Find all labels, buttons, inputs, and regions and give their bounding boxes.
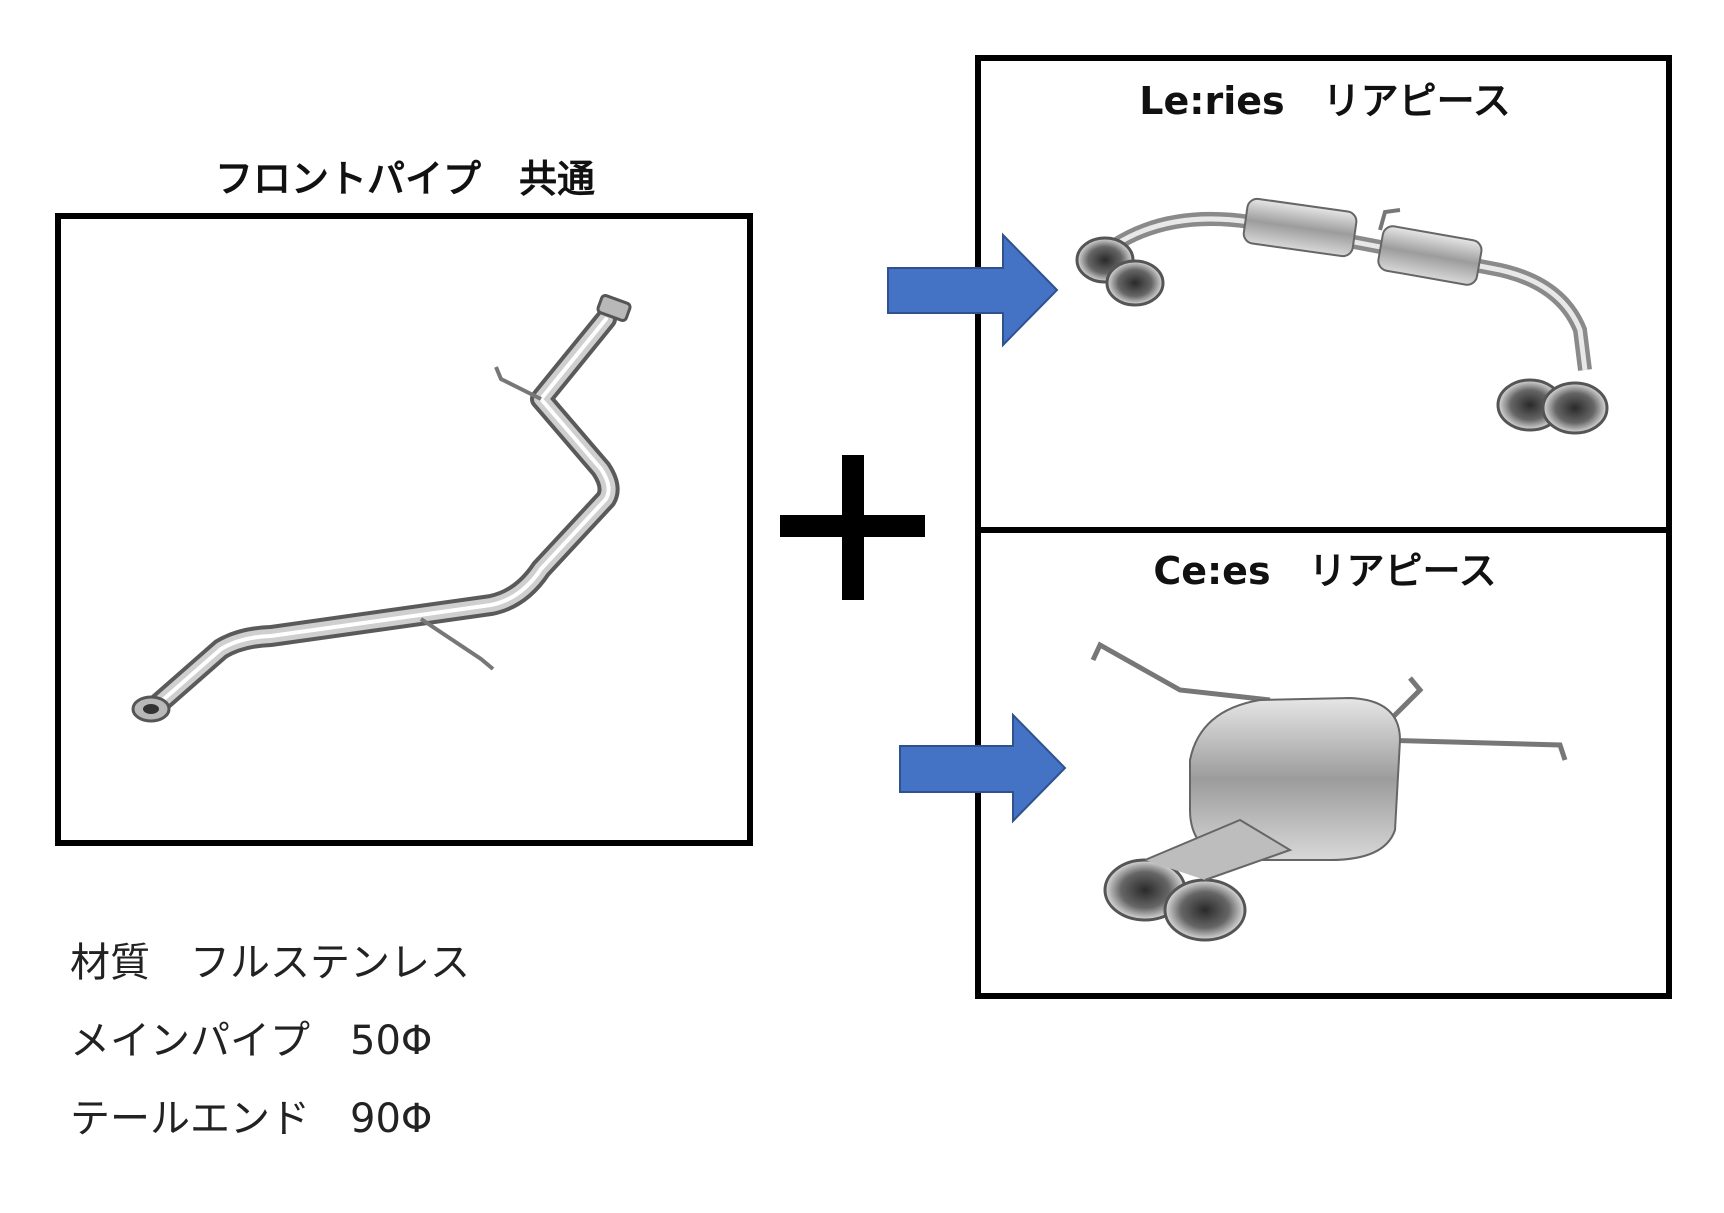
rear-divider	[981, 527, 1666, 533]
front-pipe-title: フロントパイプ 共通	[214, 157, 595, 201]
spec-main-pipe: メインパイプ 50Φ	[70, 1018, 433, 1064]
front-pipe-photo	[131, 294, 632, 723]
plus-icon	[780, 455, 925, 600]
cees-title: Ce:es リアピース	[1153, 549, 1497, 593]
spec-tail-end: テールエンド 90Φ	[70, 1096, 433, 1142]
front-pipe-image-frame	[55, 213, 753, 846]
rear-pieces-frame	[975, 55, 1672, 999]
spec-material: 材質 フルステンレス	[70, 940, 470, 986]
leries-title: Le:ries リアピース	[1139, 79, 1511, 123]
